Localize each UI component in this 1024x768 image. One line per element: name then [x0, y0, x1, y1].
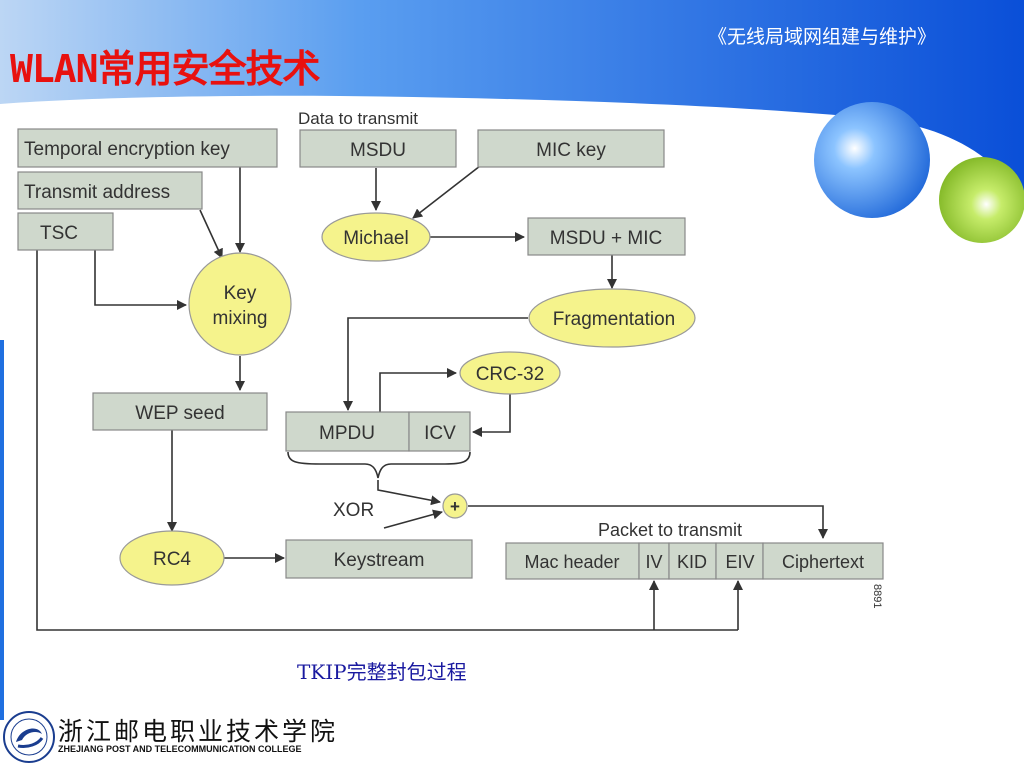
packet-to-transmit-label: Packet to transmit — [598, 520, 742, 540]
tsc-box — [17, 212, 114, 251]
icv-label: ICV — [424, 423, 456, 444]
msdu-box — [299, 129, 457, 168]
msdu-mic-label: MSDU + MIC — [550, 228, 662, 249]
mac-header-box — [505, 542, 640, 580]
data-to-transmit-label: Data to transmit — [298, 109, 418, 128]
iv-label: IV — [645, 552, 662, 572]
temporal-key-label: Temporal encryption key — [24, 139, 230, 160]
keystream-box — [285, 539, 473, 579]
left-edge-band — [0, 340, 4, 720]
book-title: 《无线局域网组建与维护》 — [708, 26, 937, 48]
tkip-diagram: Data to transmit Temporal encryption key… — [17, 109, 884, 631]
rc4-oval — [119, 530, 225, 586]
key-mixing-label-1: Key — [224, 283, 257, 304]
wep-seed-box — [92, 392, 268, 431]
xor-label: XOR — [333, 500, 374, 521]
key-mixing-circle — [188, 252, 292, 356]
tsc-label: TSC — [40, 223, 78, 244]
crc32-oval — [459, 351, 561, 395]
wep-seed-label: WEP seed — [135, 403, 224, 424]
arrow-crc-icv — [472, 393, 511, 437]
college-name-en: ZHEJIANG POST AND TELECOMMUNICATION COLL… — [58, 744, 302, 754]
xor-circle — [442, 493, 468, 519]
college-logo-icon — [3, 711, 55, 763]
eiv-box — [715, 542, 764, 580]
college-name-cn: 浙江邮电职业技术学院 — [58, 717, 339, 746]
mpdu-icv-brace — [287, 451, 471, 479]
arrow-keystream-xor — [383, 509, 443, 529]
temporal-key-box — [17, 128, 278, 168]
arrow-address-keymixing — [199, 209, 223, 259]
michael-label: Michael — [343, 228, 408, 249]
kid-box — [668, 542, 717, 580]
ciphertext-box — [762, 542, 884, 580]
xor-symbol: + — [450, 497, 460, 516]
slide-title: WLAN常用安全技术 — [10, 47, 321, 91]
mac-header-label: Mac header — [524, 552, 619, 572]
arrow-xor-ciphertext — [468, 505, 828, 539]
eiv-label: EIV — [725, 552, 754, 572]
key-mixing-label-2: mixing — [213, 308, 268, 329]
arrow-mickey-michael — [412, 165, 481, 219]
fragmentation-oval — [528, 288, 696, 348]
blue-bubble — [814, 102, 930, 218]
header-banner — [0, 0, 1024, 200]
msdu-mic-box — [527, 217, 686, 256]
michael-oval — [321, 212, 431, 262]
arrow-tsc-keymixing — [94, 250, 187, 310]
fragmentation-label: Fragmentation — [553, 309, 676, 330]
mpdu-box — [285, 411, 410, 452]
ciphertext-label: Ciphertext — [782, 552, 864, 572]
transmit-address-label: Transmit address — [24, 182, 170, 203]
figure-id-label: 8891 — [871, 584, 883, 608]
arrow-fragmentation-mpdu — [343, 317, 528, 411]
msdu-label: MSDU — [350, 140, 406, 161]
transmit-address-box — [17, 171, 203, 210]
mic-key-label: MIC key — [536, 140, 606, 161]
arrow-mpdu-crc — [379, 368, 457, 412]
green-bubble — [939, 157, 1024, 243]
mpdu-label: MPDU — [319, 423, 375, 444]
arrow-brace-xor — [377, 480, 441, 506]
rc4-label: RC4 — [153, 549, 191, 570]
kid-label: KID — [677, 552, 707, 572]
figure-caption: TKIP完整封包过程 — [297, 660, 467, 684]
tsc-feedback-line — [36, 250, 738, 631]
crc32-label: CRC-32 — [476, 364, 545, 385]
keystream-label: Keystream — [334, 550, 425, 571]
icv-box — [408, 411, 471, 452]
mic-key-box — [477, 129, 665, 168]
